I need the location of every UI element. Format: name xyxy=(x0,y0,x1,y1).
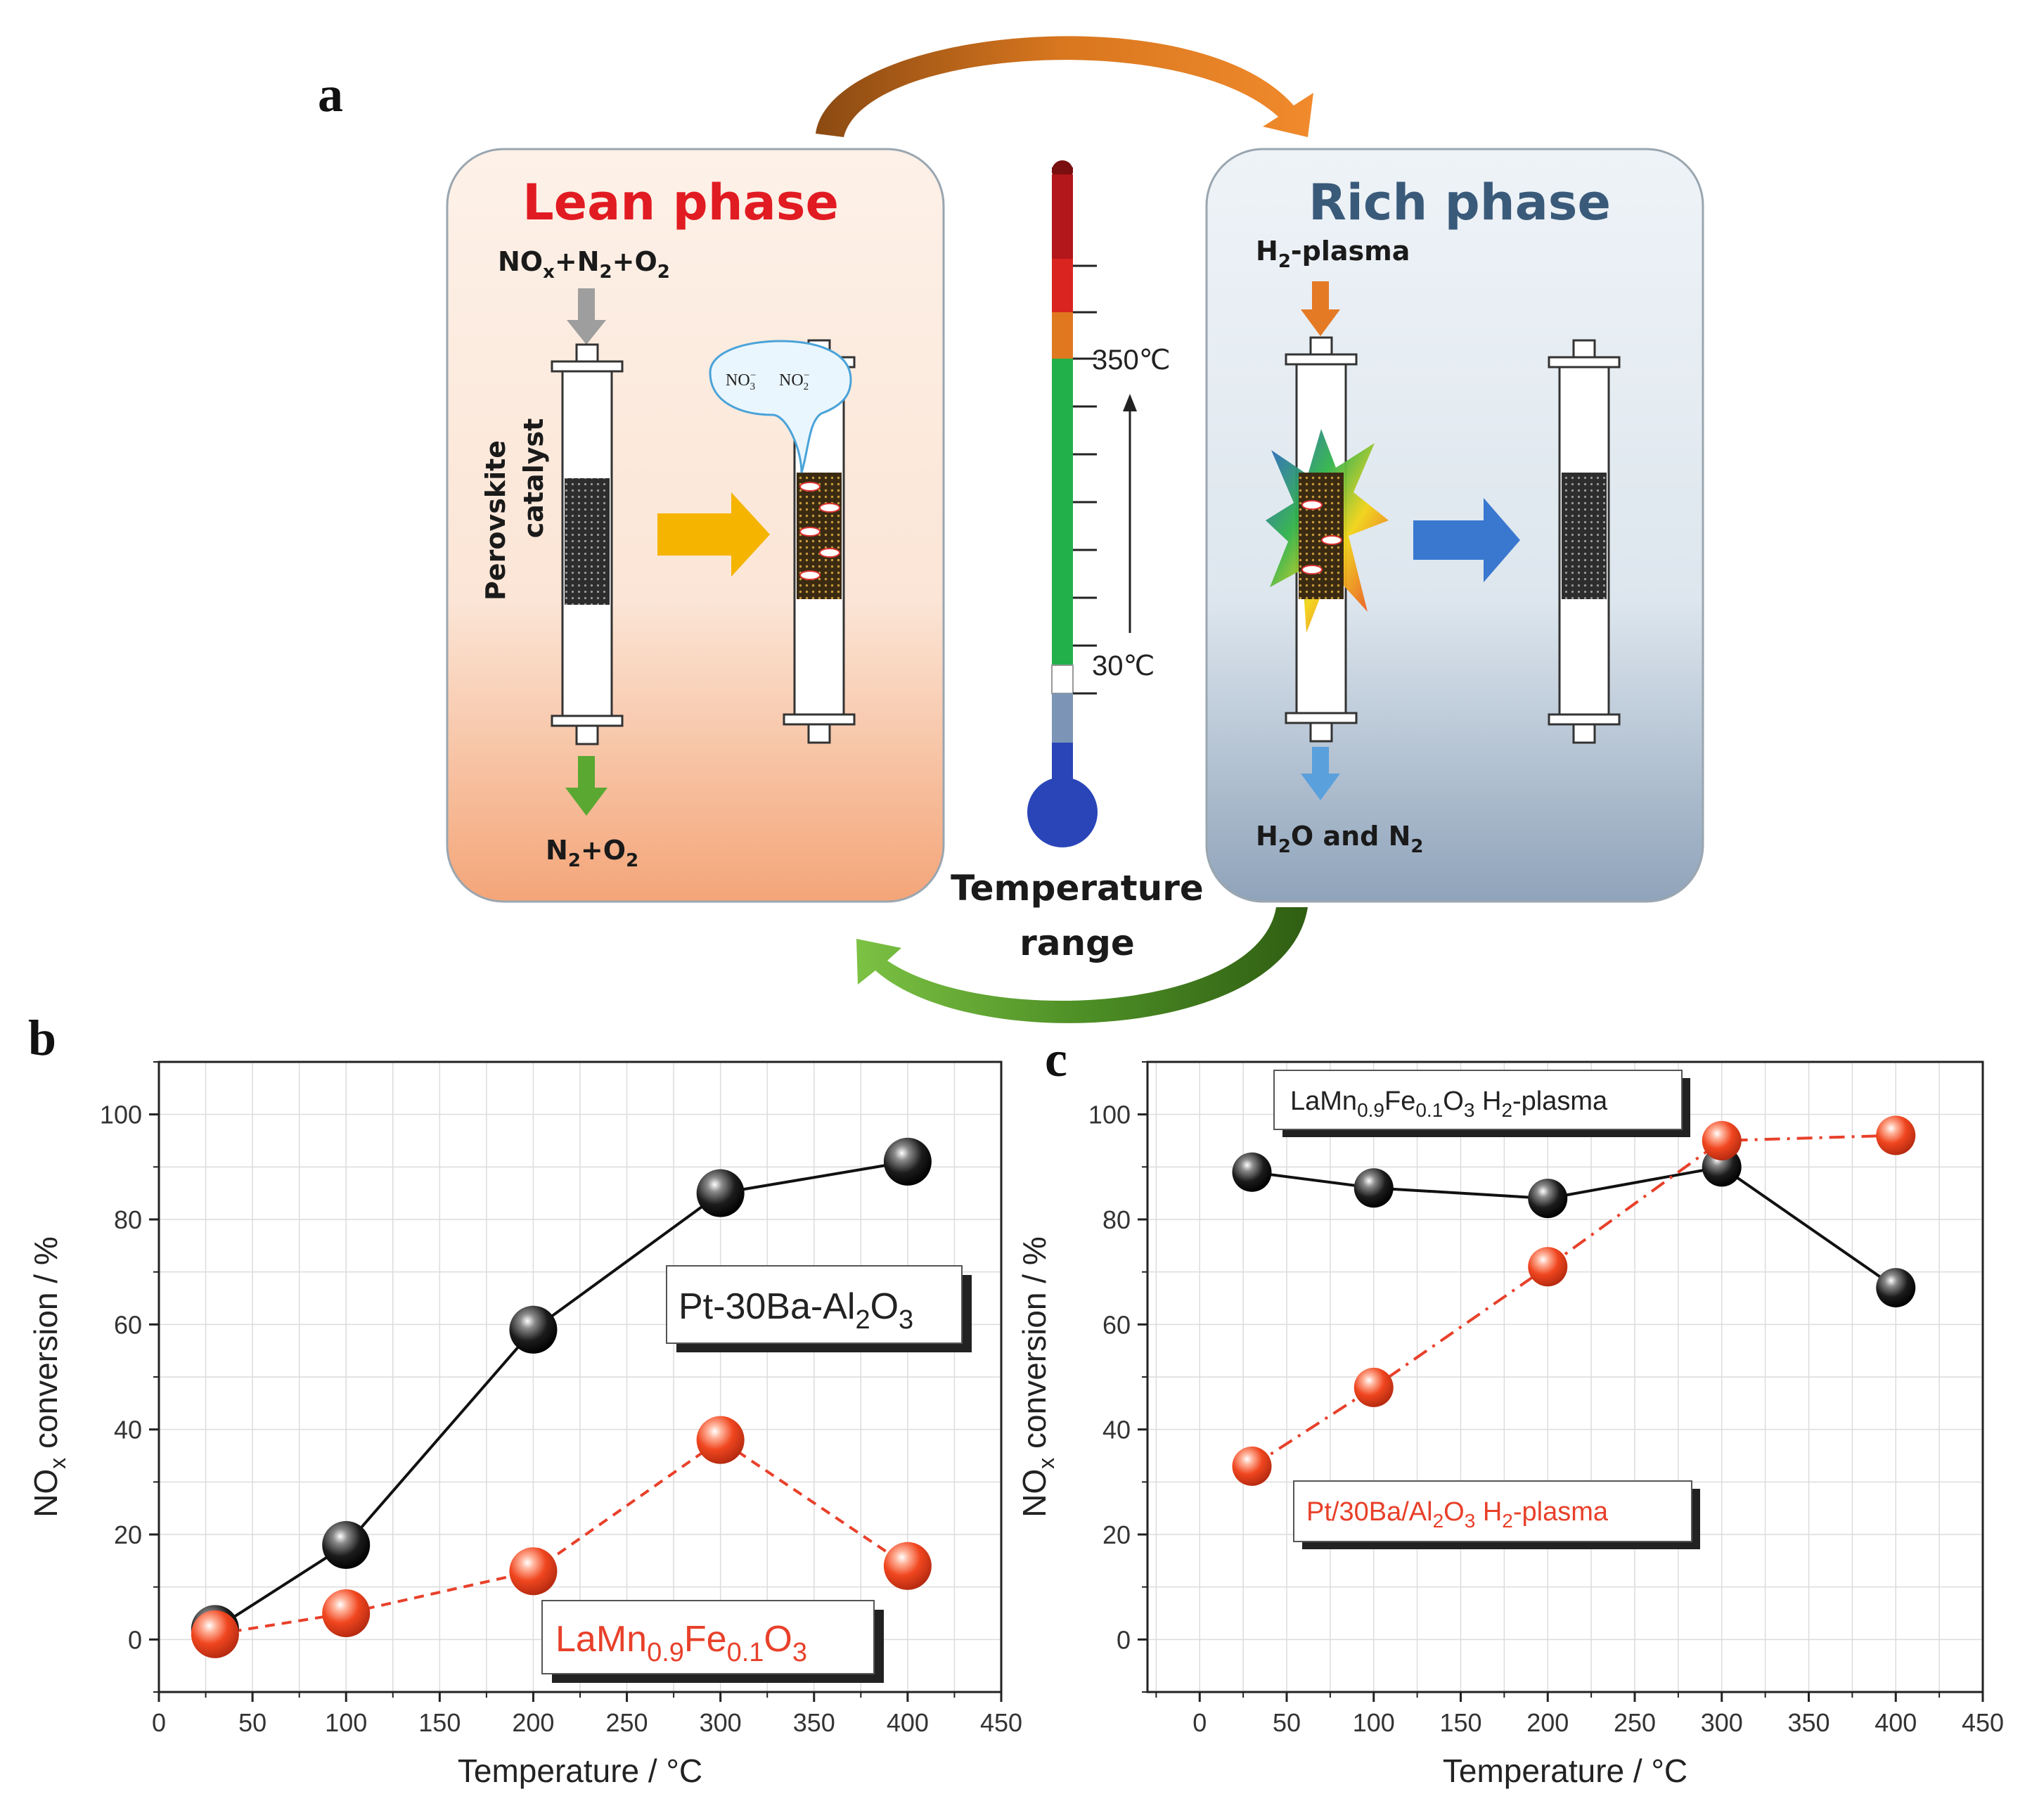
catalyst-label-1: Perovskite xyxy=(480,440,511,601)
svg-text:Pt/30Ba/Al2O3 H2-plasma: Pt/30Ba/Al2O3 H2-plasma xyxy=(1306,1497,1609,1532)
panel-c-letter: c xyxy=(1045,1031,1067,1087)
lean-reactor-2 xyxy=(783,339,856,744)
c-xtick-label: 50 xyxy=(1273,1708,1301,1737)
c-ytick-label: 80 xyxy=(1102,1205,1131,1234)
b-xtick-label: 150 xyxy=(418,1708,461,1737)
rich-outlet-arrow xyxy=(1301,747,1340,800)
nitrate-speech-bubble xyxy=(709,340,852,473)
b-xtick-label: 0 xyxy=(152,1708,166,1737)
c-xtick-label: 100 xyxy=(1353,1708,1395,1737)
c-y-axis-title: NOx conversion / % xyxy=(1016,1236,1059,1517)
b-xtick-label: 350 xyxy=(793,1708,835,1737)
thermometer xyxy=(1027,160,1137,847)
lean-process-arrow xyxy=(657,492,770,577)
catalyst-label-2: catalyst xyxy=(518,418,549,539)
thermometer-label-line2: range xyxy=(1020,923,1135,963)
c-xtick-label: 400 xyxy=(1875,1708,1917,1737)
legend-c-red: Pt/30Ba/Al2O3 H2-plasma xyxy=(1293,1480,1700,1549)
panel-b-letter: b xyxy=(28,1010,56,1066)
c-ytick-label: 20 xyxy=(1102,1520,1131,1549)
rich-inlet-label: H2-plasma xyxy=(1256,236,1410,272)
c-xtick-label: 200 xyxy=(1526,1708,1569,1737)
b-ytick-label: 100 xyxy=(100,1101,142,1129)
b-series-1-point xyxy=(322,1589,371,1637)
rich-process-arrow xyxy=(1413,498,1520,582)
b-series-1-point xyxy=(696,1416,745,1464)
c-xtick-label: 150 xyxy=(1439,1708,1481,1737)
b-xtick-label: 200 xyxy=(512,1708,554,1737)
lean-inlet-label: NOx+N2+O2 xyxy=(498,246,670,283)
lean-inlet-arrow xyxy=(567,288,606,345)
panel-a-letter: a xyxy=(318,66,343,122)
b-xtick-label: 400 xyxy=(887,1708,929,1737)
c-xtick-label: 300 xyxy=(1701,1708,1743,1737)
c-series-1-point xyxy=(1702,1121,1742,1160)
legend-b-red: LaMn0.9Fe0.1O3 xyxy=(541,1600,884,1683)
b-xtick-label: 450 xyxy=(980,1708,1022,1737)
rich-reactor-2 xyxy=(1548,339,1621,744)
rich-reactor-1 xyxy=(1266,336,1389,743)
b-xtick-label: 50 xyxy=(238,1708,266,1737)
cycle-arrow-bottom xyxy=(856,907,1308,1023)
rich-inlet-arrow xyxy=(1301,281,1340,336)
b-ytick-label: 20 xyxy=(114,1520,142,1549)
c-series-1-point xyxy=(1876,1115,1916,1155)
c-series-1-point xyxy=(1232,1446,1272,1486)
c-series-0-point xyxy=(1528,1179,1568,1219)
svg-text:LaMn0.9Fe0.1O3 H2-plasma: LaMn0.9Fe0.1O3 H2-plasma xyxy=(1290,1087,1608,1121)
c-series-1-point xyxy=(1528,1247,1568,1287)
c-ytick-label: 100 xyxy=(1088,1101,1131,1129)
thermometer-label-line1: Temperature xyxy=(951,868,1204,909)
b-series-1-point xyxy=(509,1547,558,1596)
cycle-arrow-top xyxy=(816,36,1313,137)
c-x-axis-title: Temperature / °C xyxy=(1443,1752,1687,1789)
rich-phase-title: Rich phase xyxy=(1308,174,1611,231)
b-series-0-point xyxy=(696,1169,745,1217)
c-series-1-point xyxy=(1353,1367,1394,1407)
b-ytick-label: 80 xyxy=(114,1205,142,1234)
b-ytick-label: 60 xyxy=(114,1310,142,1339)
b-xtick-label: 100 xyxy=(325,1708,367,1737)
c-ytick-label: 40 xyxy=(1102,1416,1131,1444)
thermometer-high-label: 350℃ xyxy=(1092,345,1171,376)
c-xtick-label: 0 xyxy=(1192,1708,1207,1737)
panel-b: b 0 50 100 150 200 250 300 350 400 450 0 20 40 60 80 10… xyxy=(27,1010,1022,1789)
lean-reactor-1 xyxy=(551,343,624,745)
svg-text:LaMn0.9Fe0.1O3: LaMn0.9Fe0.1O3 xyxy=(555,1619,807,1667)
b-xtick-label: 300 xyxy=(700,1708,742,1737)
legend-b-black: Pt-30Ba-Al2O3 xyxy=(666,1265,972,1352)
c-xtick-label: 450 xyxy=(1962,1708,2004,1737)
b-ytick-label: 0 xyxy=(128,1625,142,1654)
lean-outlet-arrow xyxy=(565,756,607,816)
b-series-0-point xyxy=(322,1520,371,1569)
b-series-0-point xyxy=(883,1137,932,1186)
c-series-0-point xyxy=(1353,1168,1394,1208)
svg-text:Pt-30Ba-Al2O3: Pt-30Ba-Al2O3 xyxy=(679,1286,913,1335)
rich-outlet-label: H2O and N2 xyxy=(1256,821,1423,857)
lean-phase-title: Lean phase xyxy=(522,174,839,231)
b-series-0-point xyxy=(509,1305,558,1354)
b-xtick-label: 250 xyxy=(606,1708,648,1737)
thermometer-low-label: 30℃ xyxy=(1092,651,1155,681)
b-ytick-label: 40 xyxy=(114,1416,142,1444)
bubble-ion-1: NO3− xyxy=(726,370,757,392)
plot-c: 0 50 100 150 200 250 300 350 400 450 0 20 40 60 80 100T… xyxy=(1016,1060,2004,1789)
b-series-1-point xyxy=(883,1542,932,1590)
c-series-0-point xyxy=(1876,1268,1916,1308)
lean-outlet-label: N2+O2 xyxy=(546,835,638,871)
b-x-axis-title: Temperature / °C xyxy=(458,1752,702,1789)
legend-c-black: LaMn0.9Fe0.1O3 H2-plasma xyxy=(1273,1070,1690,1137)
c-ytick-label: 60 xyxy=(1102,1310,1131,1339)
c-xtick-label: 250 xyxy=(1614,1708,1656,1737)
panel-a: a Lean phase NOx+N2+O2 Perovskite cataly… xyxy=(318,36,1704,1023)
c-series-0-point xyxy=(1232,1152,1272,1192)
c-ytick-label: 0 xyxy=(1117,1625,1131,1654)
c-xtick-label: 350 xyxy=(1787,1708,1830,1737)
bubble-ion-2: NO2− xyxy=(779,370,810,392)
b-series-1-point xyxy=(191,1610,239,1658)
plot-b: 0 50 100 150 200 250 300 350 400 450 0 20 40 60 80 100T… xyxy=(27,1060,1022,1789)
b-y-axis-title: NOx conversion / % xyxy=(27,1236,70,1517)
panel-c: c 0 50 100 150 200 250 300 350 400 450 0 20 40 60 80 10… xyxy=(1016,1031,2004,1789)
